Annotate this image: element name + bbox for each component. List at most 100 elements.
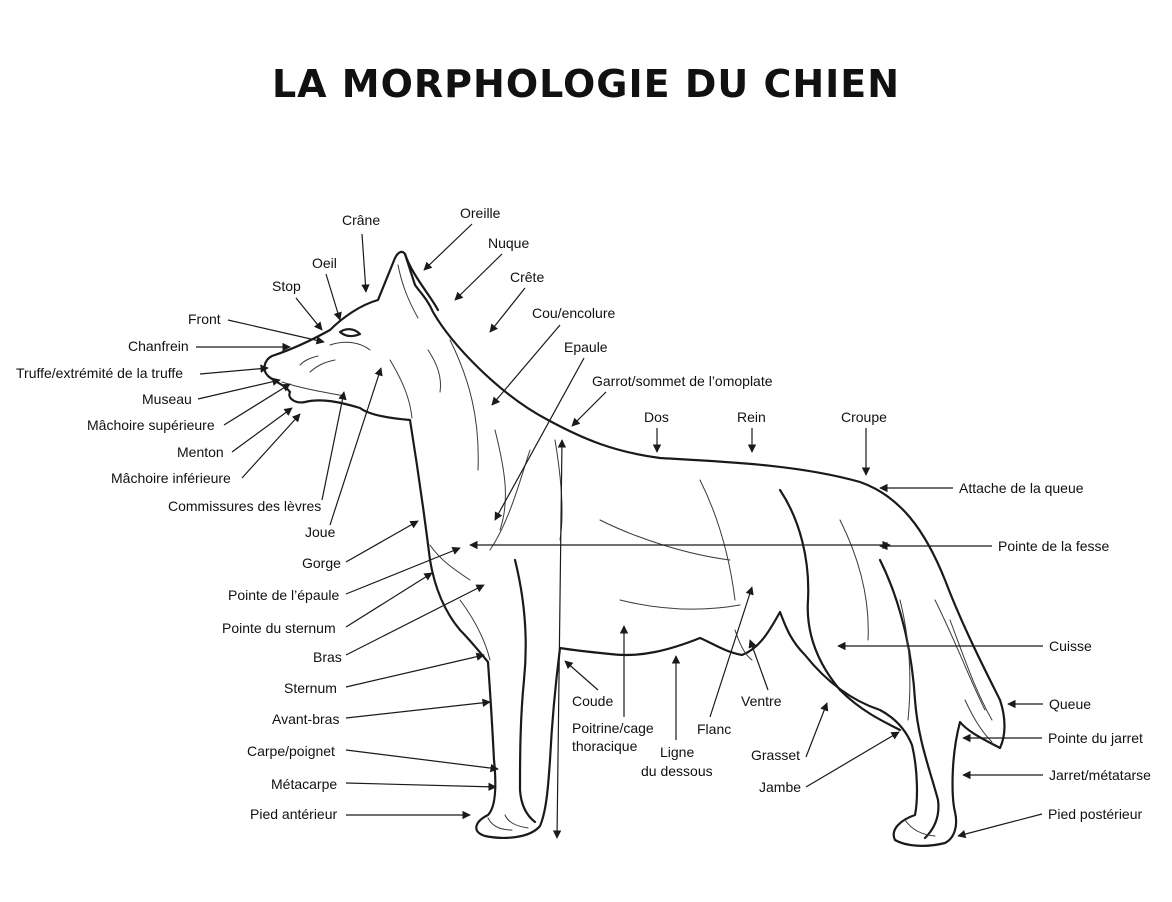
- svg-text:Dos: Dos: [644, 409, 669, 425]
- svg-text:Mâchoire supérieure: Mâchoire supérieure: [87, 417, 215, 433]
- label-epaule: Epaule: [494, 339, 608, 521]
- page-title: LA MORPHOLOGIE DU CHIEN: [271, 62, 901, 106]
- svg-text:Pointe de l’épaule: Pointe de l’épaule: [228, 587, 340, 603]
- svg-text:Oeil: Oeil: [312, 255, 337, 271]
- label-machoire-inf: Mâchoire inférieure: [111, 413, 301, 486]
- dog-hind-thigh: [778, 488, 902, 732]
- svg-text:Queue: Queue: [1049, 696, 1091, 712]
- label-rein: Rein: [737, 409, 766, 453]
- svg-text:Epaule: Epaule: [564, 339, 608, 355]
- label-garrot: Garrot/sommet de l’omoplate: [571, 373, 773, 427]
- svg-text:Crête: Crête: [510, 269, 544, 285]
- dog-belly-tuck: [734, 629, 753, 661]
- svg-text:Carpe/poignet: Carpe/poignet: [247, 743, 335, 759]
- label-dos: Dos: [644, 409, 669, 453]
- svg-text:Pied postérieur: Pied postérieur: [1048, 806, 1143, 822]
- label-coude: Coude: [564, 660, 613, 709]
- label-oeil: Oeil: [312, 255, 342, 321]
- svg-text:Cuisse: Cuisse: [1049, 638, 1092, 654]
- label-pointe-epaule: Pointe de l’épaule: [228, 546, 461, 603]
- dog-tail-detail: [934, 599, 993, 743]
- dog-body-outline: [263, 250, 1006, 847]
- dog-eye: [338, 328, 362, 338]
- label-jambe: Jambe: [759, 731, 900, 795]
- svg-text:Poitrine/cage: Poitrine/cage: [572, 720, 654, 736]
- dog-front-leg-back: [513, 558, 537, 824]
- label-menton: Menton: [177, 407, 293, 460]
- svg-text:Stop: Stop: [272, 278, 301, 294]
- dog-hind-detail: [839, 519, 936, 837]
- label-pied-anterieur: Pied antérieur: [250, 806, 471, 822]
- height-line: [552, 439, 567, 839]
- svg-text:Crâne: Crâne: [342, 212, 380, 228]
- label-front: Front: [188, 311, 325, 345]
- label-pointe-fesse: Pointe de la fesse: [879, 538, 1110, 554]
- label-sternum: Sternum: [284, 652, 485, 696]
- label-oreille: Oreille: [423, 205, 501, 271]
- svg-text:Coude: Coude: [572, 693, 613, 709]
- svg-text:du dessous: du dessous: [641, 763, 713, 779]
- svg-text:Mâchoire inférieure: Mâchoire inférieure: [111, 470, 231, 486]
- svg-text:Ligne: Ligne: [660, 744, 694, 760]
- dog-front-paw-detail: [487, 814, 529, 831]
- svg-text:Pointe du jarret: Pointe du jarret: [1048, 730, 1143, 746]
- label-bras: Bras: [313, 584, 485, 665]
- label-cou: Cou/encolure: [491, 305, 615, 406]
- label-museau: Museau: [142, 377, 281, 407]
- dog-shoulder-detail: [429, 439, 563, 661]
- label-pointe-jarret: Pointe du jarret: [962, 730, 1143, 746]
- label-jarret: Jarret/métatarse: [962, 767, 1151, 783]
- svg-text:Flanc: Flanc: [697, 721, 731, 737]
- label-crane: Crâne: [342, 212, 380, 293]
- label-queue: Queue: [1007, 696, 1091, 712]
- svg-text:Front: Front: [188, 311, 221, 327]
- dog-ear-inner: [397, 264, 419, 319]
- label-attache-queue: Attache de la queue: [879, 480, 1084, 496]
- label-poitrine: Poitrine/cage thoracique: [572, 625, 654, 754]
- label-metacarpe: Métacarpe: [271, 776, 497, 792]
- svg-text:Garrot/sommet de l’omoplate: Garrot/sommet de l’omoplate: [592, 373, 773, 389]
- svg-text:Nuque: Nuque: [488, 235, 529, 251]
- svg-text:Chanfrein: Chanfrein: [128, 338, 189, 354]
- label-cuisse: Cuisse: [837, 638, 1092, 654]
- svg-text:Avant-bras: Avant-bras: [272, 711, 339, 727]
- svg-text:Bras: Bras: [313, 649, 342, 665]
- svg-text:Truffe/extrémité de la truffe: Truffe/extrémité de la truffe: [16, 365, 183, 381]
- label-crete: Crête: [489, 269, 544, 333]
- svg-text:Joue: Joue: [305, 524, 336, 540]
- svg-text:Jambe: Jambe: [759, 779, 801, 795]
- svg-text:Commissures des lèvres: Commissures des lèvres: [168, 498, 321, 514]
- svg-text:Pointe du sternum: Pointe du sternum: [222, 620, 336, 636]
- svg-text:Ventre: Ventre: [741, 693, 782, 709]
- svg-text:Pointe de la fesse: Pointe de la fesse: [998, 538, 1110, 554]
- svg-text:thoracique: thoracique: [572, 738, 638, 754]
- svg-text:Métacarpe: Métacarpe: [271, 776, 337, 792]
- label-chanfrein: Chanfrein: [128, 338, 291, 354]
- svg-text:Menton: Menton: [177, 444, 224, 460]
- label-truffe: Truffe/extrémité de la truffe: [16, 364, 269, 381]
- label-ventre: Ventre: [741, 639, 782, 709]
- label-gorge: Gorge: [302, 520, 419, 571]
- label-stop: Stop: [272, 278, 323, 331]
- label-ligne-dessous: Ligne du dessous: [641, 655, 713, 779]
- dog-face-detail: [299, 341, 371, 373]
- svg-text:Pied antérieur: Pied antérieur: [250, 806, 338, 822]
- label-croupe: Croupe: [841, 409, 887, 476]
- label-carpe: Carpe/poignet: [247, 743, 499, 773]
- svg-text:Oreille: Oreille: [460, 205, 501, 221]
- dog-mouth: [281, 381, 346, 397]
- label-avant-bras: Avant-bras: [272, 698, 491, 727]
- label-grasset: Grasset: [751, 702, 829, 763]
- svg-text:Croupe: Croupe: [841, 409, 887, 425]
- dog-illustration: [263, 250, 1006, 847]
- dog-hind-leg: [878, 558, 940, 840]
- svg-text:Grasset: Grasset: [751, 747, 800, 763]
- svg-text:Gorge: Gorge: [302, 555, 341, 571]
- svg-text:Museau: Museau: [142, 391, 192, 407]
- svg-text:Sternum: Sternum: [284, 680, 337, 696]
- label-joue: Joue: [305, 367, 383, 540]
- svg-text:Cou/encolure: Cou/encolure: [532, 305, 615, 321]
- svg-text:Attache de la queue: Attache de la queue: [959, 480, 1084, 496]
